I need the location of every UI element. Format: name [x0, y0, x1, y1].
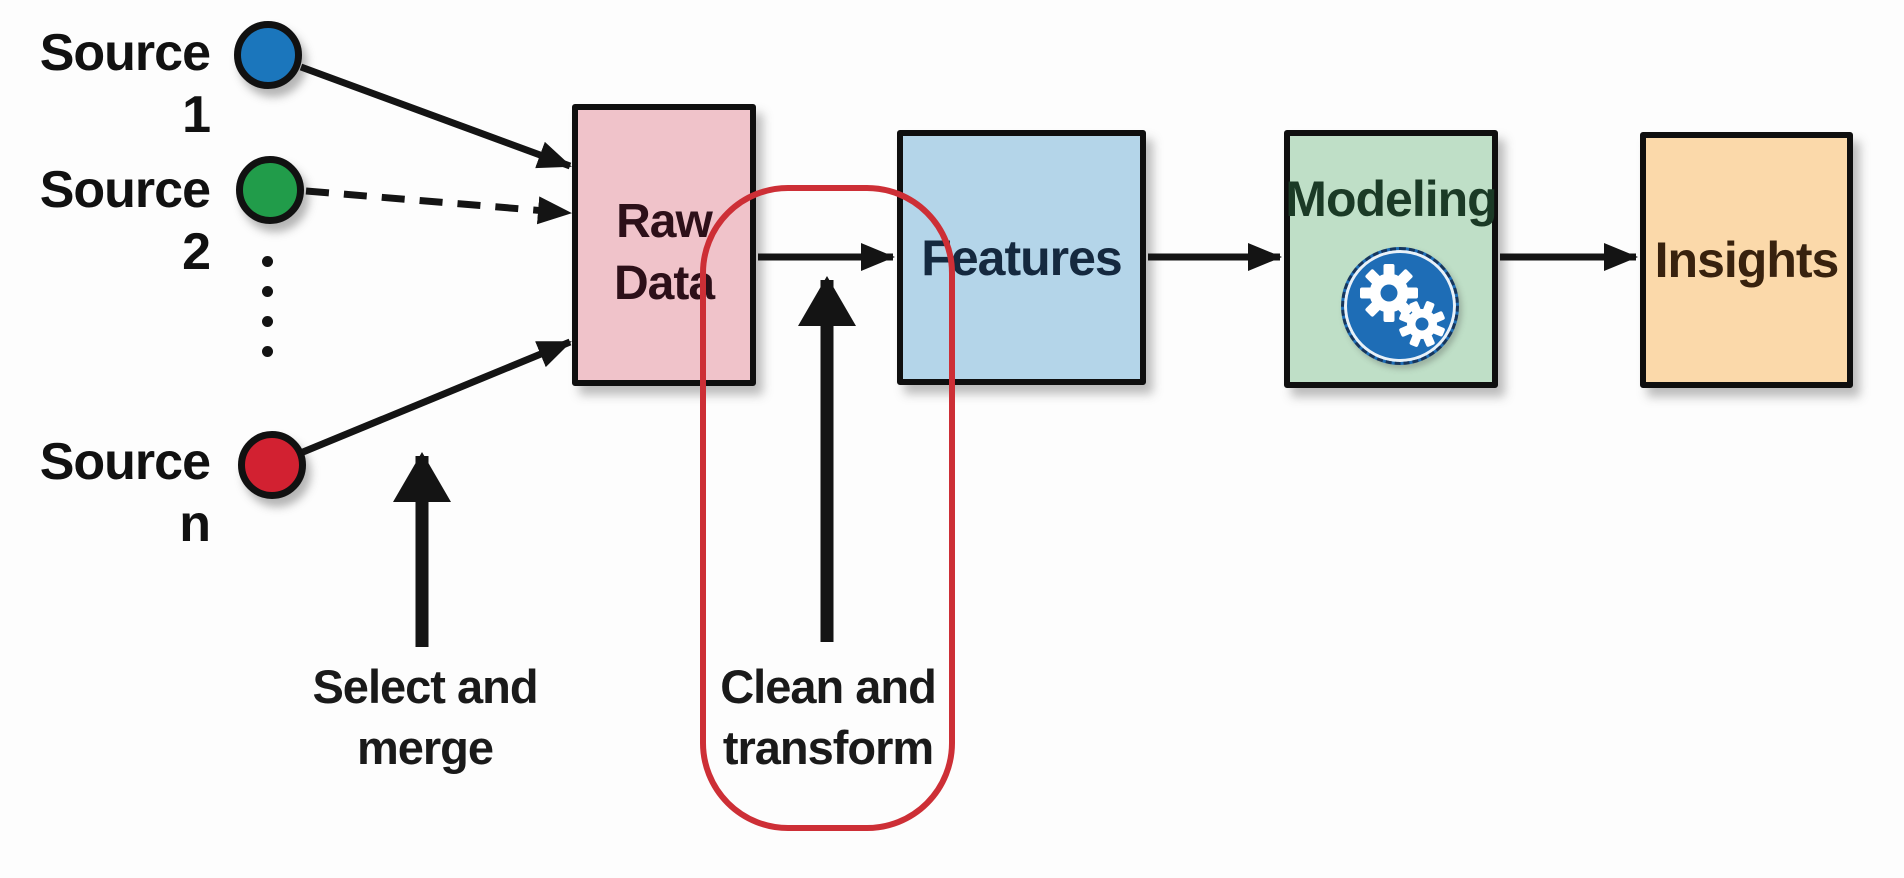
gear-large [1360, 264, 1418, 322]
insights-box: Insights [1640, 132, 1853, 388]
features-box: Features [897, 130, 1146, 385]
gears-icon-art [1360, 264, 1445, 347]
modeling-label: Modeling [1285, 171, 1497, 227]
source-2-label: Source 2 [39, 161, 211, 281]
features-label: Features [921, 229, 1122, 286]
source-1-node-circle [234, 21, 302, 89]
gear-small [1399, 301, 1445, 347]
select-merge-annotation: Select and merge [312, 660, 538, 774]
insights-label: Insights [1654, 232, 1840, 288]
gears-icon [1341, 247, 1459, 365]
sources-ellipsis-dots [262, 256, 273, 357]
ellipsis-dot [262, 286, 273, 297]
ellipsis-dot [262, 346, 273, 357]
raw-data-label: Raw Data [613, 195, 715, 310]
modeling-box: Modeling [1284, 130, 1498, 388]
arrow-source1-to-rawdata [299, 63, 572, 170]
source-2-node-circle [236, 156, 304, 224]
ellipsis-dot [262, 316, 273, 327]
arrow-sourcen-to-rawdata [301, 338, 572, 456]
arrow-source2-to-rawdata-dashed [305, 187, 572, 225]
ellipsis-dot [262, 256, 273, 267]
source-1-label: Source 1 [39, 24, 211, 144]
raw-data-box: Raw Data [572, 104, 756, 386]
source-n-node-circle [238, 431, 306, 499]
source-n-label: Source n [39, 433, 211, 553]
clean-transform-annotation: Clean and transform [720, 660, 937, 774]
